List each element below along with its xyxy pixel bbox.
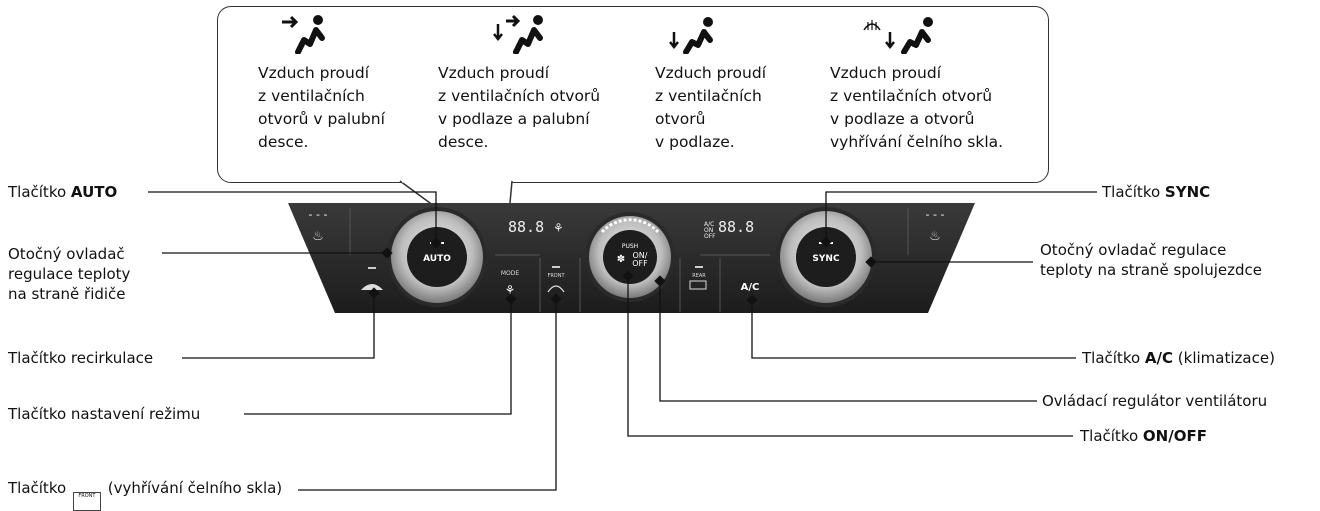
leader-dots	[368, 236, 877, 306]
control-panel-diagram: - - - ♨ - - - ♨ 88.8 ⚘ A/C ON OFF 88.8 A…	[148, 179, 1097, 491]
mode-button[interactable]: MODE ⚘	[501, 270, 520, 297]
svg-text:✽: ✽	[617, 254, 625, 265]
rear-defrost-button[interactable]: REAR	[689, 266, 707, 290]
mode-dash-icon	[282, 15, 325, 54]
display-left-mode-icon: ⚘	[553, 221, 564, 235]
seat-heater-right-icon: ♨	[929, 229, 941, 244]
svg-text:MODE: MODE	[501, 270, 520, 277]
fan-knob[interactable]: PUSH ✽ ON/ OFF	[585, 212, 675, 302]
mode-floor-defrost-icon	[863, 17, 933, 54]
label-recirc-button: Tlačítko recirkulace	[8, 349, 154, 367]
svg-text:AUTO: AUTO	[423, 254, 451, 264]
label-onoff-button: Tlačítko ON/OFF	[1080, 427, 1207, 445]
svg-text:ON: ON	[704, 227, 713, 234]
svg-text:OFF: OFF	[632, 259, 648, 268]
label-sync-button: Tlačítko SYNC	[1102, 183, 1211, 201]
label-mode-button: Tlačítko nastavení režimu	[8, 405, 201, 423]
mode-bilevel-icon	[493, 14, 543, 54]
svg-text:PUSH: PUSH	[622, 243, 638, 250]
label-auto-button: Tlačítko AUTO	[8, 183, 118, 201]
svg-text:ON/: ON/	[633, 251, 648, 260]
svg-text:FRONT: FRONT	[547, 273, 565, 279]
auto-knob[interactable]: AUTO	[387, 207, 487, 307]
leader-lines	[148, 191, 1097, 491]
svg-text:OFF: OFF	[704, 233, 716, 240]
display-right: 88.8	[718, 218, 754, 236]
seat-heater-left-dashes: - - -	[309, 208, 328, 221]
seat-heater-left-icon: ♨	[312, 229, 324, 244]
front-defrost-button[interactable]: FRONT	[547, 266, 565, 293]
label-fan-knob: Ovládací regulátor ventilátoru	[1042, 392, 1268, 410]
sync-knob[interactable]: SYNC	[776, 207, 876, 307]
recirc-button[interactable]	[361, 267, 383, 290]
svg-text:A/C: A/C	[741, 282, 760, 293]
display-right-ac: A/C	[704, 221, 714, 228]
label-passenger-temp-knob: Otočný ovladač regulace teploty na stran…	[1040, 241, 1262, 279]
seat-heater-right-dashes: - - -	[926, 208, 945, 221]
ac-button[interactable]: A/C	[741, 282, 760, 293]
svg-text:REAR: REAR	[692, 273, 706, 279]
mode-floor-icon	[669, 17, 713, 54]
svg-text:⚘: ⚘	[505, 283, 516, 297]
display-left: 88.8	[508, 218, 544, 236]
front-defrost-icon: FRONT	[72, 492, 101, 511]
label-driver-temp-knob: Otočný ovladač regulace teploty na stran…	[8, 245, 131, 303]
svg-text:SYNC: SYNC	[812, 254, 840, 264]
mode-callout-box	[217, 6, 1049, 183]
label-ac-button: Tlačítko A/C (klimatizace)	[1082, 349, 1275, 367]
label-front-defrost-button: Tlačítko FRONT (vyhřívání čelního skla)	[8, 478, 282, 511]
